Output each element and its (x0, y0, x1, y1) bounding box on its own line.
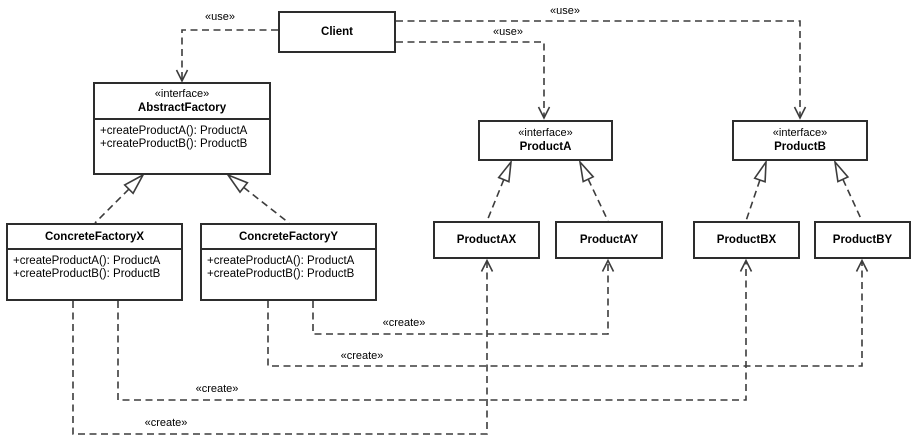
class-name: Client (321, 26, 353, 38)
create-arrow-concretefactoryy-productby (267, 262, 863, 367)
triangle-producta-right (578, 159, 595, 183)
class-stereotype: «interface» (154, 88, 210, 100)
class-name: ProductA (519, 141, 572, 153)
class-productbx[interactable]: ProductBX (693, 221, 800, 259)
arrowhead-use-producta (537, 106, 551, 120)
label-use-productb: «use» (548, 5, 582, 18)
label-create-productay: «create» (380, 317, 428, 330)
class-concretefactoryy[interactable]: ConcreteFactoryY +createProductA(): Prod… (200, 223, 377, 301)
class-productax[interactable]: ProductAX (433, 221, 540, 259)
arrowhead-create-productbx (739, 258, 753, 272)
class-name: ProductBY (832, 234, 893, 246)
method-createproductb: +createProductB(): ProductB (13, 268, 161, 280)
realization-line-concretefactoryx (94, 188, 130, 224)
arrowhead-create-productby (855, 258, 869, 272)
class-client[interactable]: Client (278, 11, 396, 53)
class-name: ProductAX (456, 234, 517, 246)
class-abstractfactory[interactable]: «interface» AbstractFactory +createProdu… (93, 82, 271, 175)
triangle-productb-right (833, 159, 850, 183)
method-createproducta: +createProductA(): ProductA (13, 255, 161, 267)
create-arrow-concretefactoryy-productay (312, 262, 609, 335)
triangle-abstractfactory-left (123, 173, 145, 195)
realization-line-productby (842, 178, 863, 222)
triangle-productb-left (753, 159, 767, 183)
create-arrow-concretefactoryx-productax (72, 262, 488, 435)
label-use-abstractfactory: «use» (203, 11, 237, 24)
use-arrow-client-producta (396, 41, 545, 118)
method-createproducta: +createProductA(): ProductA (100, 125, 248, 137)
class-name: ProductB (774, 141, 826, 153)
arrowhead-use-productb (793, 106, 807, 120)
method-createproductb: +createProductB(): ProductB (207, 268, 355, 280)
label-create-productby: «create» (338, 350, 386, 363)
realization-line-productay (587, 178, 609, 222)
triangle-producta-left (497, 159, 513, 183)
class-concretefactoryx[interactable]: ConcreteFactoryX +createProductA(): Prod… (6, 223, 183, 301)
class-name: AbstractFactory (137, 102, 227, 114)
class-productby[interactable]: ProductBY (814, 221, 911, 259)
class-productb[interactable]: «interface» ProductB (732, 120, 868, 161)
class-name: ProductBX (716, 234, 777, 246)
realization-line-productax (486, 179, 505, 222)
use-arrow-client-abstractfactory (181, 29, 278, 81)
label-create-productbx: «create» (193, 383, 241, 396)
method-createproducta: +createProductA(): ProductA (207, 255, 355, 267)
label-create-productax: «create» (142, 417, 190, 430)
arrowhead-use-abstractfactory (175, 69, 189, 83)
class-name: ProductAY (579, 234, 639, 246)
class-stereotype: «interface» (772, 127, 828, 139)
method-createproductb: +createProductB(): ProductB (100, 138, 248, 150)
realization-line-concretefactoryy (243, 186, 290, 224)
class-name: ConcreteFactoryX (44, 231, 145, 243)
class-stereotype: «interface» (518, 127, 573, 139)
use-arrow-client-productb (396, 20, 801, 118)
realization-line-productbx (745, 179, 761, 222)
class-producta[interactable]: «interface» ProductA (478, 120, 613, 161)
arrowhead-create-productax (480, 258, 494, 272)
create-arrow-concretefactoryx-productbx (117, 262, 747, 401)
triangle-abstractfactory-right (225, 173, 249, 194)
class-name: ConcreteFactoryY (238, 231, 339, 243)
label-use-producta: «use» (491, 26, 525, 39)
class-productay[interactable]: ProductAY (555, 221, 663, 259)
arrowhead-create-productay (601, 258, 615, 272)
